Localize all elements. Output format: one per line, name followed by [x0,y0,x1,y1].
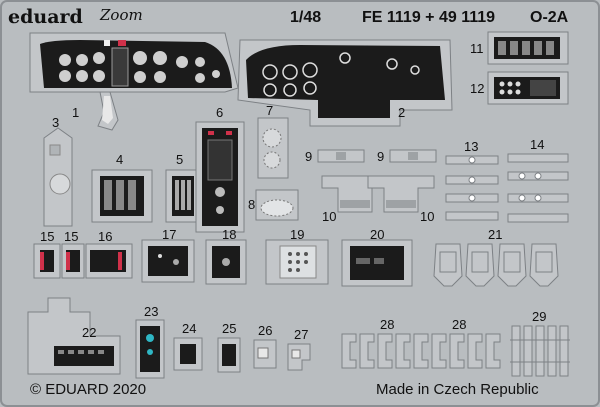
part-number: 21 [488,227,503,242]
part-12 [487,71,569,105]
brand-logo: eduard [8,6,83,28]
part-15-a [33,243,61,279]
part-6 [195,121,245,233]
brand-zoom-logo: Zoom [100,6,143,24]
part-11 [487,31,569,65]
part-15-b [61,243,85,279]
copyright-text: © EDUARD 2020 [30,381,147,398]
part-number: 29 [532,309,547,324]
part-25 [217,337,241,373]
part-number: 5 [176,152,184,167]
part-number: 10 [420,209,435,224]
part-20 [341,239,413,287]
part-19 [265,239,329,285]
part-9-left [317,149,365,163]
part-number: 27 [294,327,309,342]
part-4 [91,169,153,223]
part-22 [27,297,121,375]
part-number: 7 [266,103,274,118]
part-3 [43,127,73,227]
part-24 [173,337,203,371]
part-number: 28 [452,317,467,332]
part-number: 15 [40,229,55,244]
origin-text: Made in Czech Republic [376,381,539,398]
part-number: 26 [258,323,273,338]
part-number: 16 [98,229,113,244]
part-27 [287,343,311,371]
part-17 [141,239,195,283]
part-number: 17 [162,227,177,242]
part-number: 1 [72,105,80,120]
part-9-right [389,149,437,163]
product-codes: FE 1119 + 49 1119 [362,9,496,26]
part-5 [165,169,201,223]
part-8 [255,189,299,221]
part-number: 8 [248,197,256,212]
part-number: 22 [82,325,97,340]
part-number: 14 [530,137,545,152]
part-number: 24 [182,321,197,336]
part-26 [253,339,277,369]
part-28-brackets [341,333,501,369]
part-number: 2 [398,105,406,120]
part-7-knobs [257,117,289,179]
part-1-instrument-panel [29,32,239,131]
part-10-right [367,175,435,213]
part-number: 11 [470,41,484,56]
part-number: 6 [216,105,224,120]
part-number: 23 [144,304,159,319]
part-23 [135,319,165,379]
part-29-strips [510,325,570,377]
part-number: 9 [305,149,313,164]
part-number: 12 [470,81,485,96]
part-16 [85,243,133,279]
part-number: 13 [464,139,479,154]
part-number: 4 [116,152,124,167]
part-number: 18 [222,227,237,242]
part-number: 3 [52,115,60,130]
part-18 [205,239,247,285]
part-number: 9 [377,149,385,164]
part-number: 19 [290,227,305,242]
part-13-strips [445,155,499,221]
part-number: 28 [380,317,395,332]
part-14-strips [507,153,569,223]
part-number: 15 [64,229,79,244]
part-number: 20 [370,227,385,242]
scale-label: 1/48 [290,9,322,26]
part-number: 10 [322,209,337,224]
part-2-instrument-panel [237,39,453,127]
model-name: O-2A [530,9,569,26]
part-21-buckets [433,243,559,287]
part-number: 25 [222,321,237,336]
